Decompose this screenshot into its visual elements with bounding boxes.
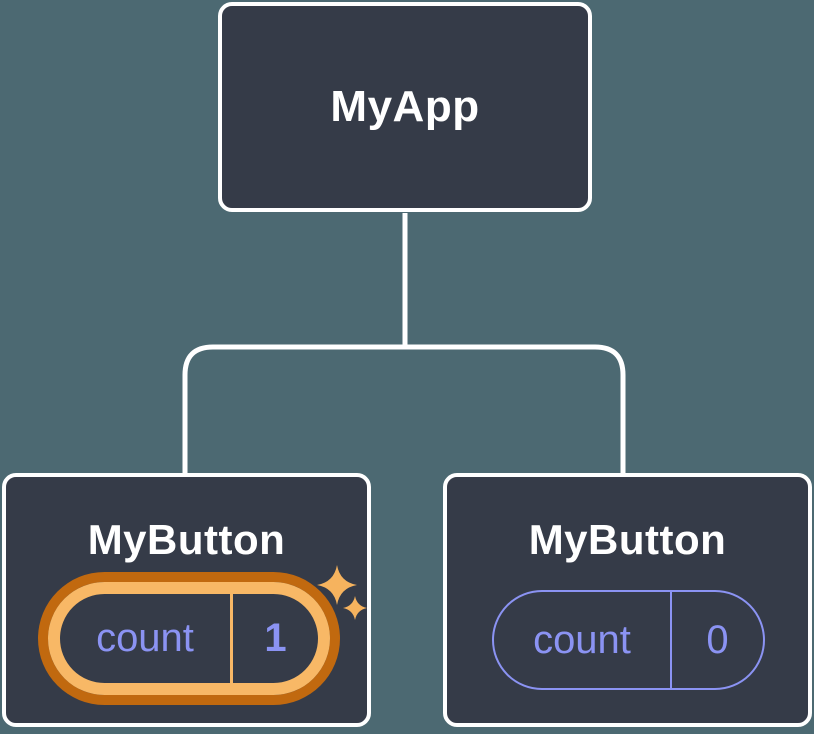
component-label: MyApp [330, 82, 480, 131]
state-value-label: 0 [706, 617, 729, 662]
state-pill-plain: count 0 [492, 590, 765, 690]
state-pill-highlighted: count 1 [48, 582, 330, 695]
component-node-mybutton-left: MyButton count 1 [2, 473, 371, 727]
state-value-label: 1 [264, 616, 287, 660]
state-name-label: count [60, 594, 233, 683]
sparkle-large [317, 565, 357, 605]
sparkle-small [343, 596, 367, 620]
component-node-root: MyApp [218, 2, 592, 212]
component-label: MyButton [87, 516, 286, 563]
state-name-label: count [494, 592, 672, 688]
component-label: MyButton [528, 516, 727, 563]
sparkle-icon [317, 565, 367, 620]
component-node-mybutton-right: MyButton count 0 [443, 473, 812, 727]
connector-branch-bracket [182, 344, 626, 473]
